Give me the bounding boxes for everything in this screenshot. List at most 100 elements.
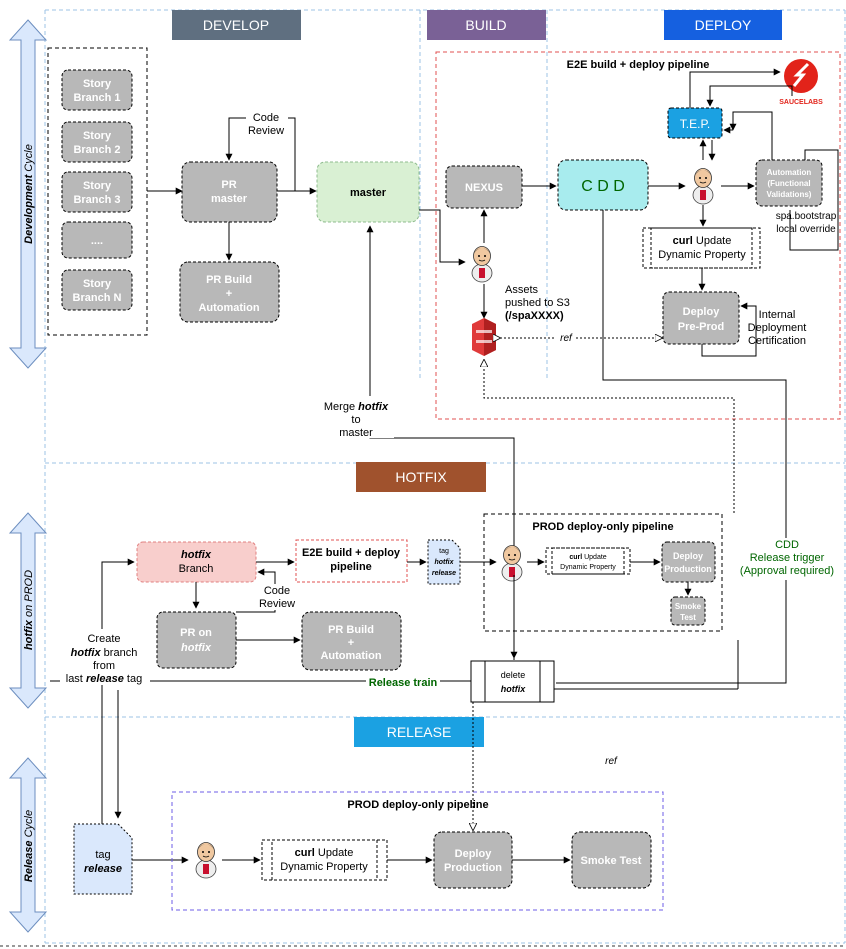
nexus-node[interactable]: NEXUS (445, 165, 523, 209)
saucelabs-logo: SAUCELABS (779, 59, 823, 106)
svg-text:Story: Story (83, 130, 112, 142)
story-branch-n[interactable]: Story Branch N (61, 269, 133, 311)
story-branch-2[interactable]: Story Branch 2 (61, 121, 133, 163)
svg-text:hotfix: hotfix (181, 549, 212, 561)
release-smoke-test-node[interactable]: Smoke Test (571, 831, 652, 889)
svg-text:Branch 2: Branch 2 (73, 144, 120, 156)
svg-text:Deploy: Deploy (683, 306, 721, 318)
svg-text:DEVELOP: DEVELOP (203, 17, 269, 33)
spa-override-note: spa.bootstrap (776, 211, 837, 222)
hotfix-curl-update-node[interactable]: curl Update Dynamic Property (545, 547, 631, 575)
svg-text:Smoke: Smoke (675, 602, 702, 611)
svg-text:(Functional: (Functional (767, 179, 810, 188)
svg-text:hotfix: hotfix (181, 642, 212, 654)
header-hotfix: HOTFIX (356, 462, 486, 492)
header-release: RELEASE (354, 717, 484, 747)
automation-node[interactable]: Automation (Functional Validations) (755, 159, 823, 207)
svg-text:DEPLOY: DEPLOY (695, 17, 752, 33)
hotfix-smoke-test-node[interactable]: Smoke Test (670, 596, 706, 626)
release-train-label: Release train (369, 677, 438, 689)
svg-text:Production: Production (664, 564, 712, 574)
svg-text:Review: Review (259, 598, 295, 610)
svg-text:Deployment: Deployment (748, 322, 807, 334)
svg-text:Production: Production (444, 862, 502, 874)
svg-text:master: master (350, 187, 387, 199)
spa-override-loop (789, 149, 839, 251)
master-node[interactable]: master (316, 161, 420, 223)
svg-text:Branch N: Branch N (73, 292, 122, 304)
svg-text:delete: delete (501, 670, 526, 680)
svg-text:+: + (226, 288, 232, 300)
hotfix-deploy-production-node[interactable]: Deploy Production (661, 541, 716, 583)
svg-text:Development Cycle: Development Cycle (23, 144, 35, 244)
e2e-pipeline-title: E2E build + deploy pipeline (567, 59, 710, 71)
svg-text:E2E build + deploy: E2E build + deploy (302, 547, 401, 559)
svg-text:PR on: PR on (180, 627, 212, 639)
hotfix-tag-doc[interactable]: tag hotfix release (427, 539, 461, 585)
svg-text:BUILD: BUILD (465, 17, 506, 33)
header-build: BUILD (427, 10, 546, 40)
hotfix-e2e-pipeline-node[interactable]: E2E build + deploy pipeline (295, 539, 408, 583)
internal-cert-note: Internal (759, 309, 796, 321)
internal-cert-loop (701, 302, 757, 357)
arrow-sauce-to-tep (706, 85, 793, 107)
story-branch-1[interactable]: Story Branch 1 (61, 69, 133, 111)
svg-text:Validations): Validations) (767, 190, 812, 199)
svg-text:Test: Test (680, 613, 696, 622)
deploy-preprod-node[interactable]: Deploy Pre-Prod (662, 291, 740, 345)
svg-text:master: master (211, 193, 248, 205)
release-deploy-production-node[interactable]: Deploy Production (433, 831, 513, 889)
svg-text:(/spaXXXX): (/spaXXXX) (505, 310, 564, 322)
curl-update-node[interactable]: curl Update Dynamic Property (642, 227, 761, 269)
svg-text:release: release (432, 570, 456, 577)
pr-build-node[interactable]: PR Build + Automation (179, 261, 280, 323)
release-cycle-arrow: Release Cycle (8, 757, 48, 933)
story-branch-ellipsis[interactable]: .... (61, 221, 133, 259)
svg-text:Release Cycle: Release Cycle (23, 810, 35, 882)
delete-hotfix-node[interactable]: delete hotfix (470, 660, 555, 703)
create-hotfix-label: Create (87, 633, 120, 645)
svg-text:from: from (93, 660, 115, 672)
svg-text:Smoke Test: Smoke Test (581, 855, 642, 867)
release-prod-pipeline-group (171, 791, 664, 911)
svg-text:tag: tag (95, 849, 110, 861)
svg-text:last release tag: last release tag (66, 673, 142, 685)
ref-label-top: ref (560, 333, 573, 344)
hotfix-prod-pipeline-title: PROD deploy-only pipeline (532, 521, 673, 533)
release-curl-update-node[interactable]: curl Update Dynamic Property (261, 839, 388, 881)
svg-text:C D D: C D D (581, 178, 625, 195)
tep-node[interactable]: T.E.P. (667, 107, 723, 139)
development-cycle-arrow: Development Cycle (8, 19, 48, 369)
cdd-node[interactable]: C D D (557, 159, 649, 211)
svg-text:Deploy: Deploy (455, 848, 493, 860)
release-tag-doc[interactable]: tag release (73, 823, 133, 895)
hotfix-pr-build-node[interactable]: PR Build + Automation (301, 611, 402, 671)
svg-text:curl Update: curl Update (673, 235, 732, 247)
hotfix-branch-node[interactable]: hotfix Branch (136, 541, 257, 583)
arrow-merge-hotfix (366, 225, 515, 660)
story-branch-3[interactable]: Story Branch 3 (61, 171, 133, 213)
svg-text:hotfix branch: hotfix branch (71, 647, 138, 659)
svg-text:+: + (348, 637, 354, 649)
jenkins-deploy-icon (692, 168, 714, 205)
svg-text:PR Build: PR Build (328, 624, 374, 636)
svg-text:master: master (339, 427, 373, 439)
hotfix-prod-pipeline-group (483, 513, 723, 632)
svg-text:Story: Story (83, 278, 112, 290)
svg-text:Story: Story (83, 78, 112, 90)
cdd-release-trigger-line (556, 210, 787, 684)
svg-text:PR Build: PR Build (206, 274, 252, 286)
svg-text:local override: local override (776, 224, 836, 235)
arrow-tep-to-sauce (689, 68, 781, 108)
arrow-automation-to-tep (729, 111, 773, 160)
hotfix-cycle-arrow: hotfix on PROD (8, 512, 48, 709)
svg-text:(Approval required): (Approval required) (740, 565, 834, 577)
svg-text:Automation: Automation (198, 302, 259, 314)
svg-text:tag: tag (439, 548, 449, 555)
svg-text:pushed to S3: pushed to S3 (505, 297, 570, 309)
pr-master-node[interactable]: PR master (181, 161, 278, 223)
svg-text:Branch 3: Branch 3 (73, 194, 120, 206)
pr-on-hotfix-node[interactable]: PR on hotfix (156, 611, 237, 669)
ref-label-bottom: ref (605, 756, 618, 767)
svg-text:release: release (84, 863, 122, 875)
